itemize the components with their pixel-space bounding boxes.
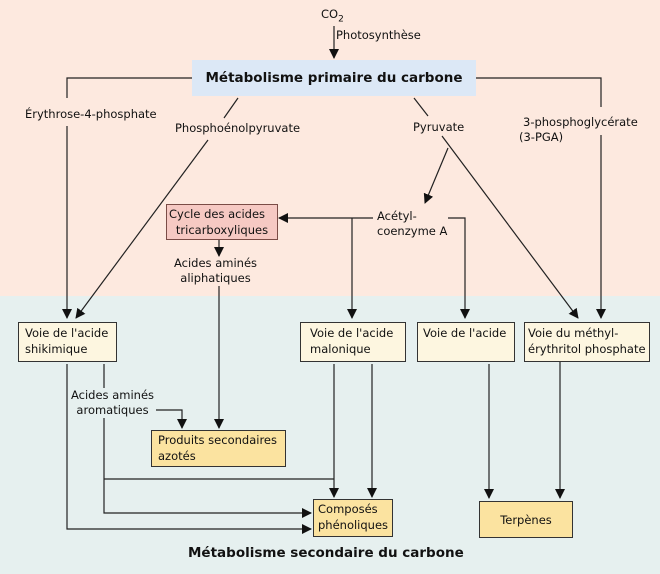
pga-line2: (3-PGA)	[519, 130, 564, 144]
primary-metabolism-box: Métabolisme primaire du carbone	[192, 60, 476, 96]
aromatic-line2: aromatiques	[76, 403, 149, 417]
phenolic-compounds-box: Composés phénoliques	[313, 499, 393, 537]
malonic-line2: malonique	[310, 342, 371, 356]
nitrogen-line2: azotés	[158, 449, 196, 463]
mevalonic-pathway-box: Voie de l'acide	[417, 322, 515, 362]
arrow-pyruvate-acetyl	[423, 147, 449, 204]
e4p-label: Érythrose-4-phosphate	[25, 107, 157, 121]
pep-label: Phosphoénolpyruvate	[175, 121, 301, 135]
tca-cycle-box: Cycle des acides tricarboxyliques	[166, 204, 278, 240]
acetyl-coa-label: Acétyl- coenzyme A	[377, 209, 447, 239]
photosynthesis-label: Photosynthèse	[336, 28, 421, 42]
mevalonic-line1: Voie de l'acide	[423, 326, 507, 340]
secondary-metabolism-title: Métabolisme secondaire du carbone	[188, 545, 464, 561]
tca-line2: tricarboxyliques	[175, 223, 269, 237]
aromatic-line1: Acides aminés	[71, 388, 155, 402]
nitrogen-products-box: Produits secondaires azotés	[151, 430, 286, 467]
aliphatic-line2: aliphatiques	[180, 271, 251, 285]
aliphatic-aa-label: Acides aminés aliphatiques	[174, 256, 257, 286]
mep-line2: érythritol phosphate	[528, 342, 646, 356]
arrow-aromatic-nitrogen	[156, 409, 187, 429]
arrow-shikimic-phenolic-2	[66, 364, 312, 534]
aromatic-aa-label: Acides aminés aromatiques	[71, 388, 154, 418]
nitrogen-line1: Produits secondaires	[158, 433, 277, 447]
arrow-e4p-shikimic	[66, 77, 192, 98]
tca-line1: Cycle des acides	[169, 207, 266, 221]
phenolic-line1: Composés	[318, 502, 378, 516]
line-primary-pyruvate	[413, 97, 429, 117]
arrow-pep-shikimic	[223, 97, 239, 119]
malonic-pathway-box: Voie de l'acide malonique	[300, 322, 406, 362]
acetyl-line1: Acétyl-	[377, 209, 417, 223]
shikimic-line2: shikimique	[25, 342, 88, 356]
arrow-pyruvate-mep	[441, 135, 579, 319]
phenolic-line2: phénoliques	[318, 518, 389, 532]
malonic-line1: Voie de l'acide	[310, 326, 394, 340]
co2-label: CO2	[321, 7, 344, 25]
arrow-acetyl-mevalonic	[448, 217, 470, 319]
pga-line1: 3-phosphoglycérate	[523, 115, 638, 129]
arrow-shikimic-phenolic-1	[103, 418, 312, 518]
terpenes-box: Terpènes	[479, 501, 573, 538]
acetyl-line2: coenzyme A	[377, 224, 448, 238]
arrow-pga-mep	[476, 77, 602, 107]
aliphatic-line1: Acides aminés	[174, 256, 258, 270]
shikimic-line1: Voie de l'acide	[25, 326, 109, 340]
mep-pathway-box: Voie du méthyl- érythritol phosphate	[524, 322, 650, 362]
pga-label: 3-phosphoglycérate (3-PGA)	[519, 115, 638, 145]
mep-line1: Voie du méthyl-	[528, 326, 619, 340]
pyruvate-label: Pyruvate	[413, 120, 465, 134]
shikimic-pathway-box: Voie de l'acide shikimique	[18, 322, 117, 362]
